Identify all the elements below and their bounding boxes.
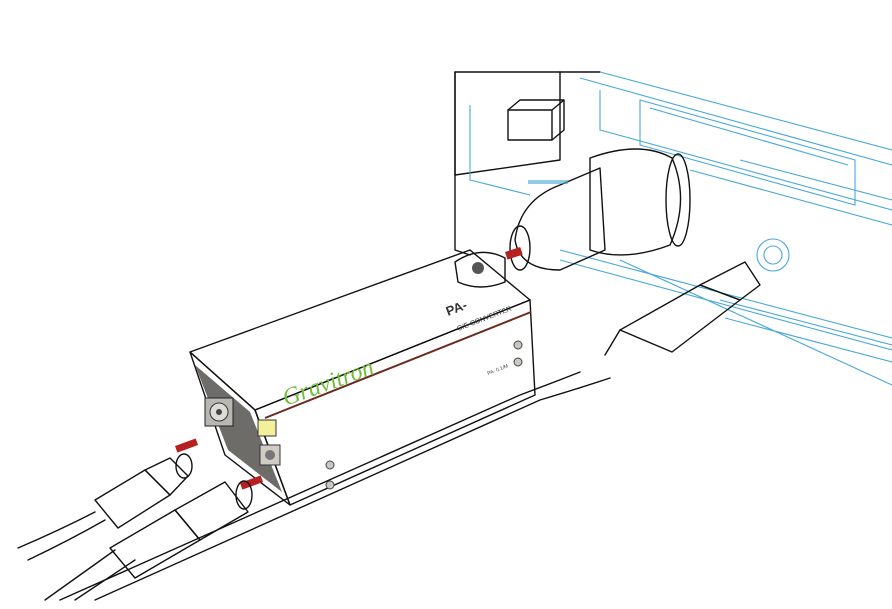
brand-logo: Gravitron — [279, 355, 377, 412]
fiber-cable-icon — [17, 453, 193, 561]
converter-device: Gravitron PA- O/E CONVERTER PA- 0.1/M — [189, 249, 536, 506]
fc-fiber-connector-icon — [204, 397, 234, 427]
signal-link — [240, 475, 264, 490]
port-block-icon — [507, 109, 553, 141]
host-equipment — [454, 71, 892, 386]
lan-port-icon — [257, 419, 281, 466]
cable-icon — [59, 261, 761, 601]
bnc-connector-icon — [504, 148, 691, 271]
side-label: PA- 0.1/M — [487, 363, 510, 376]
round-port-icon — [756, 238, 790, 272]
lan-cable-icon — [44, 480, 253, 601]
signal-link — [174, 438, 199, 453]
model-label: PA- — [444, 297, 469, 319]
